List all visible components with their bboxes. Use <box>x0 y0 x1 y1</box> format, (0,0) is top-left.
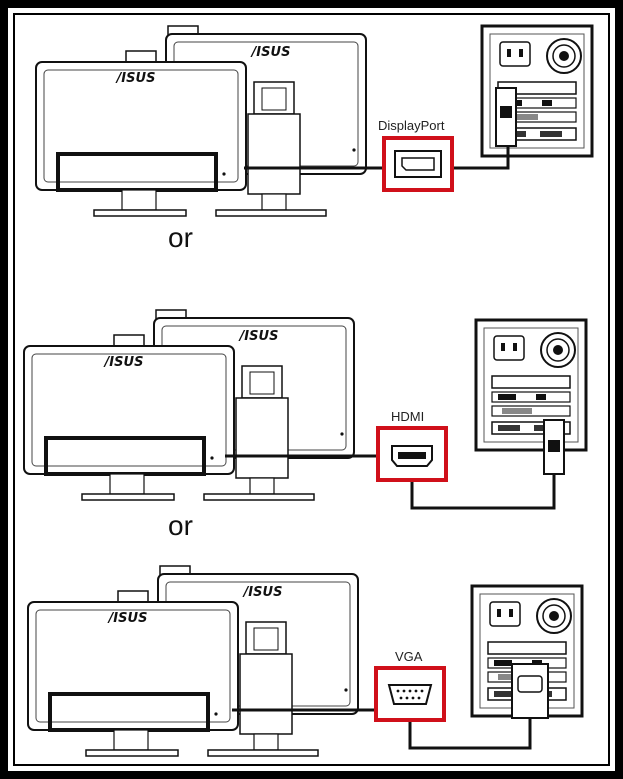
or-separator-2: or <box>168 510 193 541</box>
monitor-pair-displayport <box>34 24 368 218</box>
monitor-pair-vga <box>26 564 360 758</box>
vga-cable-pc <box>408 718 532 750</box>
hdmi-label: HDMI <box>391 409 425 424</box>
pc-back-panel-hdmi <box>474 318 588 452</box>
vga-label: VGA <box>395 649 423 664</box>
displayport-cable-pc <box>452 146 510 170</box>
hdmi-port-icon <box>376 426 448 482</box>
vga-port-icon <box>374 666 446 722</box>
monitor-pair-hdmi <box>22 308 356 502</box>
hdmi-cable-pc <box>410 472 556 510</box>
displayport-port-icon <box>382 136 454 192</box>
displayport-label: DisplayPort <box>378 118 445 133</box>
or-separator-1: or <box>168 222 193 253</box>
diagram-inner-border <box>13 13 610 766</box>
